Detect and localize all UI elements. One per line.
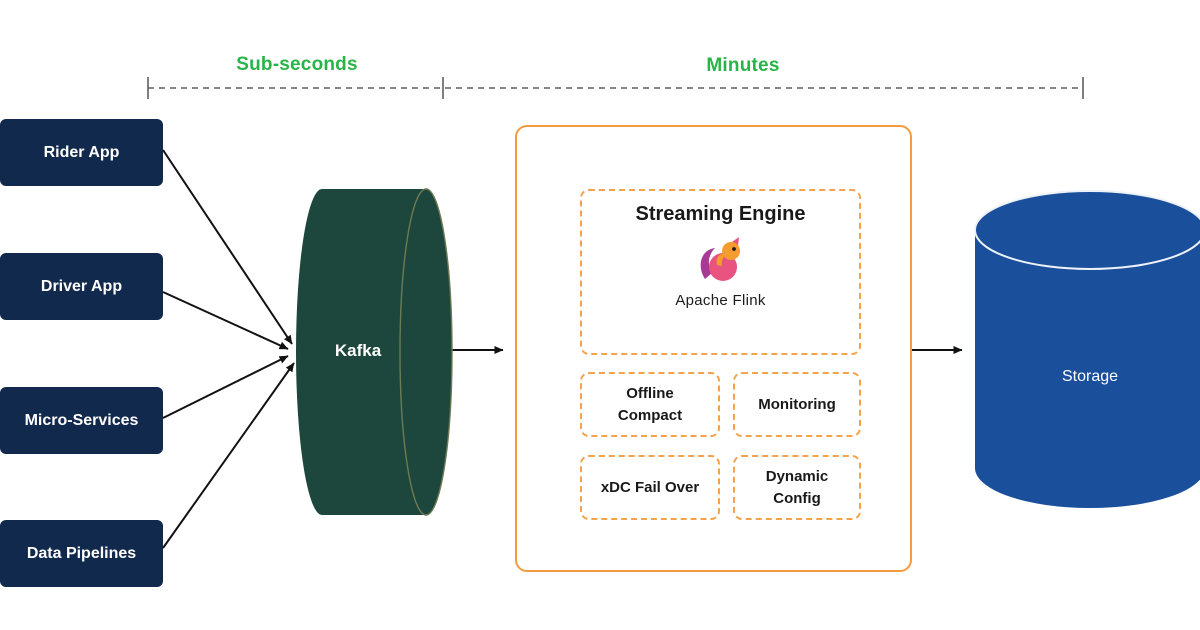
module-monitoring: Monitoring [733, 372, 861, 437]
module-xdc-fail-over: xDC Fail Over [580, 455, 720, 520]
source-box-micro-services: Micro-Services [0, 387, 163, 454]
storage-label: Storage [1061, 368, 1119, 385]
source-box-data-pipelines: Data Pipelines [0, 520, 163, 587]
apache-flink-caption: Apache Flink [675, 292, 766, 309]
storage-cylinder-cap [974, 190, 1200, 270]
storage-cylinder-body [975, 230, 1200, 508]
source-label: Rider App [43, 143, 120, 161]
module-label: Offline Compact [617, 384, 683, 424]
source-label: Micro-Services [24, 411, 139, 429]
kafka-cylinder-cap [399, 188, 453, 516]
source-label: Driver App [40, 277, 123, 295]
arrow-rider-to-kafka [162, 149, 293, 345]
module-offline-compact: Offline Compact [580, 372, 720, 437]
kafka-cylinder-body [296, 189, 426, 515]
streaming-engine-title: Streaming Engine [635, 203, 806, 225]
timeline-label-sub-seconds: Sub-seconds [236, 54, 358, 75]
module-label: xDC Fail Over [600, 478, 700, 496]
module-label: Dynamic Config [765, 467, 829, 507]
storage-cylinder [974, 190, 1200, 508]
timeline-ruler [147, 77, 1084, 99]
arrow-driver-to-kafka [162, 291, 289, 350]
apache-flink-squirrel-icon [700, 237, 740, 281]
module-dynamic-config: Dynamic Config [733, 455, 861, 520]
module-label: Monitoring [758, 395, 836, 413]
source-label: Data Pipelines [26, 544, 137, 562]
source-box-rider-app: Rider App [0, 119, 163, 186]
kafka-cylinder [296, 188, 453, 516]
arrow-pipelines-to-kafka [162, 362, 295, 549]
source-box-driver-app: Driver App [0, 253, 163, 320]
flow-arrows [162, 149, 963, 549]
timeline-label-minutes: Minutes [706, 55, 780, 76]
kafka-label: Kafka [334, 341, 382, 360]
arrow-microservices-to-kafka [162, 355, 289, 419]
streaming-engine-box: Streaming Engine Apache Flink [580, 189, 861, 355]
apache-flink-logo [582, 230, 859, 292]
